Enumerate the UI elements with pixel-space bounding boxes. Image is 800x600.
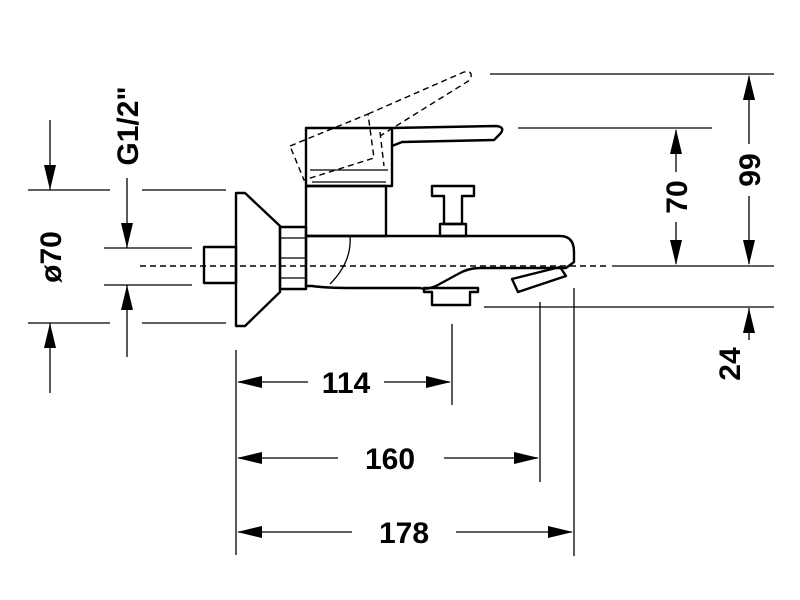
dimension-178: 178 xyxy=(237,517,573,550)
diverter-stem xyxy=(438,222,468,238)
dim-label-diameter-70: ø70 xyxy=(35,231,68,283)
dimension-160: 160 xyxy=(237,443,539,476)
dimension-thread-g12: G1/2" xyxy=(112,86,145,357)
dimension-diameter-70: ø70 xyxy=(35,120,68,393)
dimension-70-height: 70 xyxy=(661,129,694,265)
dim-label-70-height: 70 xyxy=(661,180,694,213)
inlet-pipe xyxy=(202,245,238,285)
dimension-114: 114 xyxy=(237,367,451,400)
dim-label-99-height: 99 xyxy=(734,153,767,186)
dim-label-178: 178 xyxy=(379,517,429,550)
cartridge-column xyxy=(304,184,388,238)
dim-label-114: 114 xyxy=(322,367,371,400)
handle-base xyxy=(304,126,394,188)
lever-handle xyxy=(391,124,504,148)
spout-body xyxy=(304,234,576,290)
dimension-99-height: 99 xyxy=(734,75,767,265)
wall-rosette xyxy=(234,191,282,328)
dim-label-24-height: 24 xyxy=(714,347,747,381)
dim-label-160: 160 xyxy=(365,443,415,476)
raised-handle-ghost xyxy=(289,70,472,181)
extension-lines xyxy=(28,73,774,556)
aerator xyxy=(422,286,480,307)
diverter-knob xyxy=(430,184,476,226)
spout-outlet xyxy=(510,265,568,294)
dim-label-thread: G1/2" xyxy=(112,86,145,165)
faucet-body-outline xyxy=(202,124,576,328)
dimension-24-height: 24 xyxy=(714,308,755,381)
